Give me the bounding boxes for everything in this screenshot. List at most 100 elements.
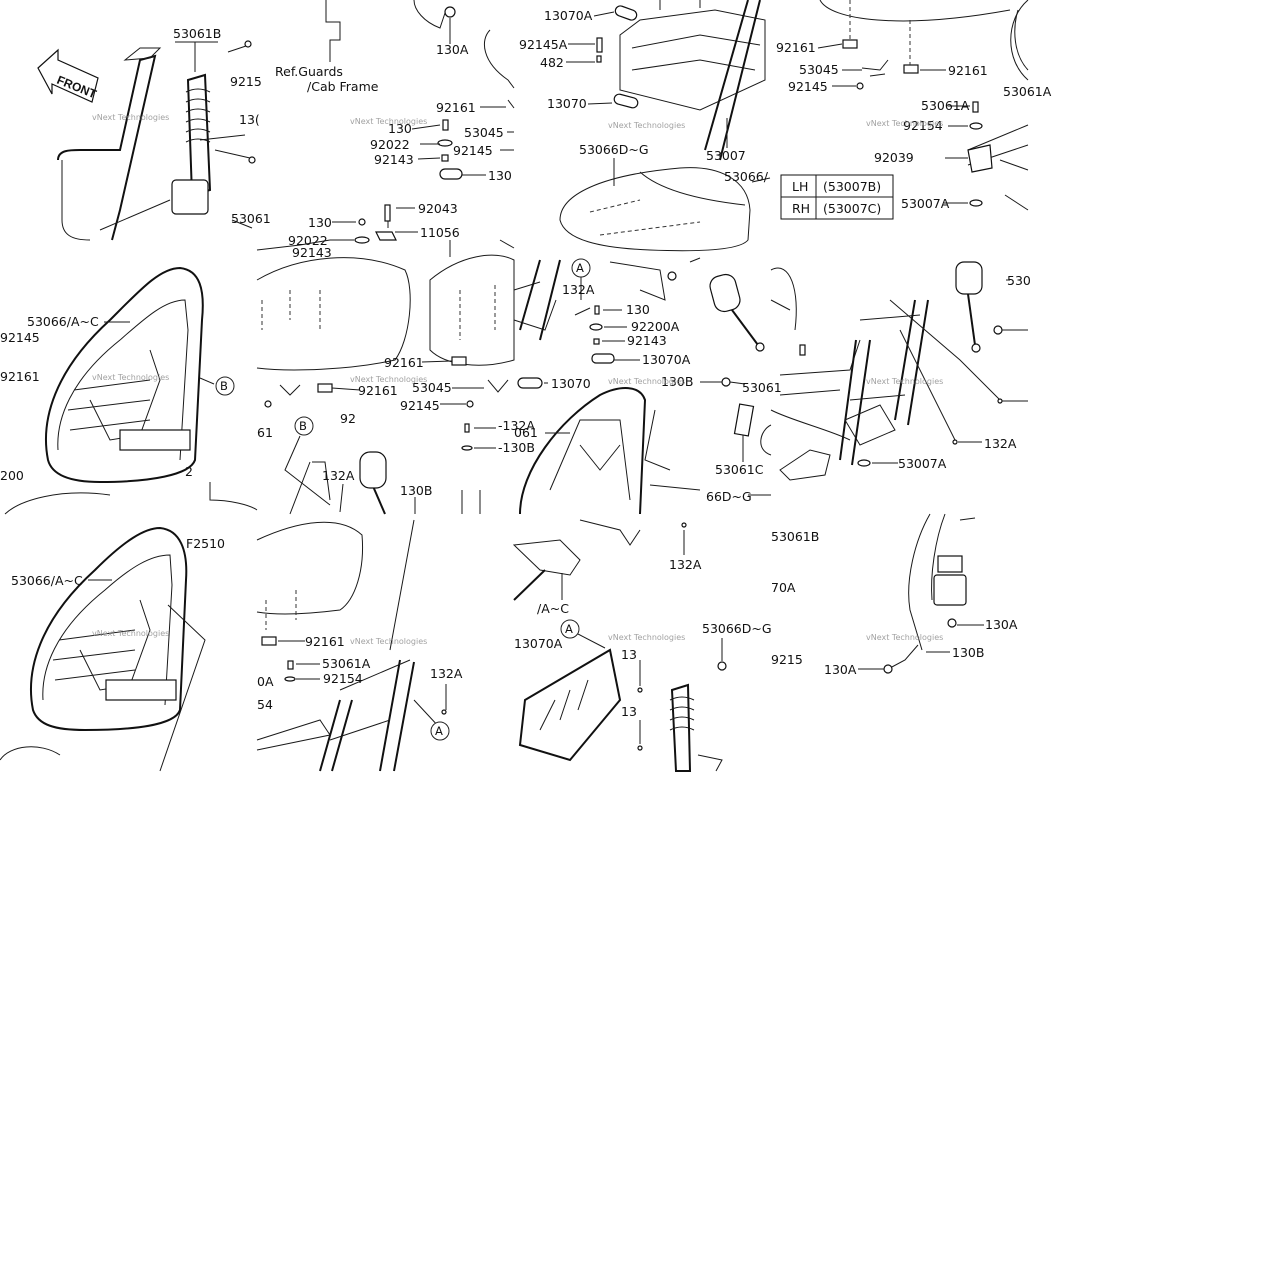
label-92039-a: 13 <box>621 647 637 662</box>
watermark-10: vNext Technologies <box>350 637 427 646</box>
watermark-7: vNext Technologies <box>608 377 685 386</box>
label-53061: 53061 <box>231 211 271 226</box>
tile-seat-back-1: B 53066/A~C 92145 92161 200 2 <box>0 266 258 515</box>
ref-note-line1: Ref.Guards <box>275 64 343 79</box>
tile-seat-frame: 92145A 13070A 482 13070 53066D~G 53007 5… <box>519 0 771 252</box>
label-132A-t7: 132A <box>562 282 595 297</box>
label-92043: 92043 <box>418 201 458 216</box>
tile-seatbelt-front: FRONT 53061B 9215 13( 53061 <box>37 26 271 241</box>
label-92161-t6a: 92161 <box>384 355 424 370</box>
label-2-t10: 0A <box>257 674 274 689</box>
label-92161-t4a: 92161 <box>776 40 816 55</box>
spring-coil <box>185 88 211 143</box>
label-200-t10: 54 <box>257 697 273 712</box>
label-130B-t6: 130B <box>400 483 432 498</box>
label-13070-t3: 13070 <box>547 96 587 111</box>
label-92161-t6b: 92161 <box>358 383 398 398</box>
tile-belt-buckle-frame: 530 132A 53007A <box>770 261 1031 481</box>
label-92145-t6: 92145 <box>400 398 440 413</box>
label-53066DG-t5: 2 <box>185 464 193 479</box>
label-92145-t2: 92145 <box>453 143 493 158</box>
label-66DG: 200 <box>0 468 24 483</box>
label-92200-t10: 92154 <box>323 671 363 686</box>
tile-frame-bracket: A 132A 130 92200A 92143 13070A <box>513 257 782 515</box>
table-lh-part: (53007B) <box>823 179 881 194</box>
watermark-4: vNext Technologies <box>866 119 943 128</box>
label-53045-t6: 53045 <box>412 380 452 395</box>
label-5306-t7: 53061 <box>742 380 782 395</box>
label-AC-t7: 061 <box>514 425 538 440</box>
label-92026-t4: 53007A <box>901 196 950 211</box>
table-lh: LH <box>792 179 808 194</box>
label-13070-t7: 13070 <box>551 376 591 391</box>
label-92161-t2: 92161 <box>436 100 476 115</box>
label-132-t4: 53061A <box>921 98 970 113</box>
label-53061A: 92 <box>340 411 356 426</box>
label-13: 13( <box>239 112 260 127</box>
label-130-t2b: 130 <box>488 168 512 183</box>
label-92-t6: -130B <box>498 440 535 455</box>
label-53007BC: 92039 <box>874 150 914 165</box>
callout-A-t7: A <box>576 261 584 275</box>
label-54: 92145 <box>0 330 40 345</box>
label-130B-t7: 130B <box>661 374 693 389</box>
label-61-t11: 13070A <box>514 636 563 651</box>
tile-seat-base-hardware: Ref.Guards /Cab Frame 130A 92161 130 530… <box>256 0 515 260</box>
label-53066D-G-t3: 53066D~G <box>579 142 649 157</box>
lh-rh-part-table: LH (53007B) RH (53007C) <box>780 174 894 220</box>
callout-A-t11: A <box>565 622 573 636</box>
tile-retractor-belt: 53061B 70A 9215 130A 130B 130A <box>771 513 1018 677</box>
table-rh: RH <box>792 201 810 216</box>
table-rh-part: (53007C) <box>823 201 881 216</box>
watermark-1: vNext Technologies <box>92 113 169 122</box>
watermark-12: vNext Technologies <box>866 633 943 642</box>
label-53066AC-t5: 53066/A~C <box>27 314 99 329</box>
label-061: 53061B <box>771 529 819 544</box>
label-92145-t4: 92145 <box>788 79 828 94</box>
label-92022-t2b: 92022 <box>288 233 328 248</box>
label-11056: 11056 <box>420 225 460 240</box>
tile-frame-lower-left: A 92161 53061A 92154 0A 54 132A <box>256 519 463 772</box>
tile-bracket-retractor: A 132A /A~C 13070A 53066D~G 13 13 <box>512 519 772 772</box>
label-130A-t12b: 130A <box>824 662 857 677</box>
label-92161-t10: 92161 <box>305 634 345 649</box>
watermark-6: vNext Technologies <box>350 375 427 384</box>
label-130A-t2: 130A <box>436 42 469 57</box>
label-92026-t8: 53007A <box>898 456 947 471</box>
label-53061C: 130B <box>952 645 984 660</box>
watermark-8: vNext Technologies <box>866 377 943 386</box>
label-53066-t3: 53066/ <box>724 169 769 184</box>
label-39156: 66D~G <box>706 489 752 504</box>
label-132A-t10: 132A <box>430 666 463 681</box>
label-92200A: 92200A <box>631 319 680 334</box>
ref-note-line2: /Cab Frame <box>307 79 379 94</box>
watermark-9: vNext Technologies <box>92 629 169 638</box>
label-132A-t8: 132A <box>984 436 1017 451</box>
callout-B-t6: B <box>299 419 307 433</box>
label-53066AC-t9: 53066/A~C <box>11 573 83 588</box>
watermark-11: vNext Technologies <box>608 633 685 642</box>
label-92022-t2: 92022 <box>370 137 410 152</box>
label-482: 482 <box>540 55 564 70</box>
label-53061B: 53061B <box>173 26 221 41</box>
watermark-2: vNext Technologies <box>350 117 427 126</box>
label-130-t7: 130 <box>626 302 650 317</box>
label-132A-t6: 132A <box>322 468 355 483</box>
watermarks: vNext Technologies vNext Technologies vN… <box>92 113 943 646</box>
figure-code: F2510 <box>186 536 225 551</box>
label-92143-t2: 92143 <box>374 152 414 167</box>
label-92039-b: 13 <box>621 704 637 719</box>
label-130-t2c: 130 <box>308 215 332 230</box>
label-530-t8: 530 <box>1007 273 1031 288</box>
watermark-5: vNext Technologies <box>92 373 169 382</box>
label-132A-t11: 132A <box>669 557 702 572</box>
spring-coil-2 <box>669 696 695 731</box>
label-53045-t2: 53045 <box>464 125 504 140</box>
label-92154: 53066D~G <box>702 621 772 636</box>
label-0A: 92161 <box>0 369 40 384</box>
label-132-t4corner: 53061A <box>1003 84 1052 99</box>
label-92161-t4b: 92161 <box>948 63 988 78</box>
label-92200-t4: 92154 <box>903 118 943 133</box>
